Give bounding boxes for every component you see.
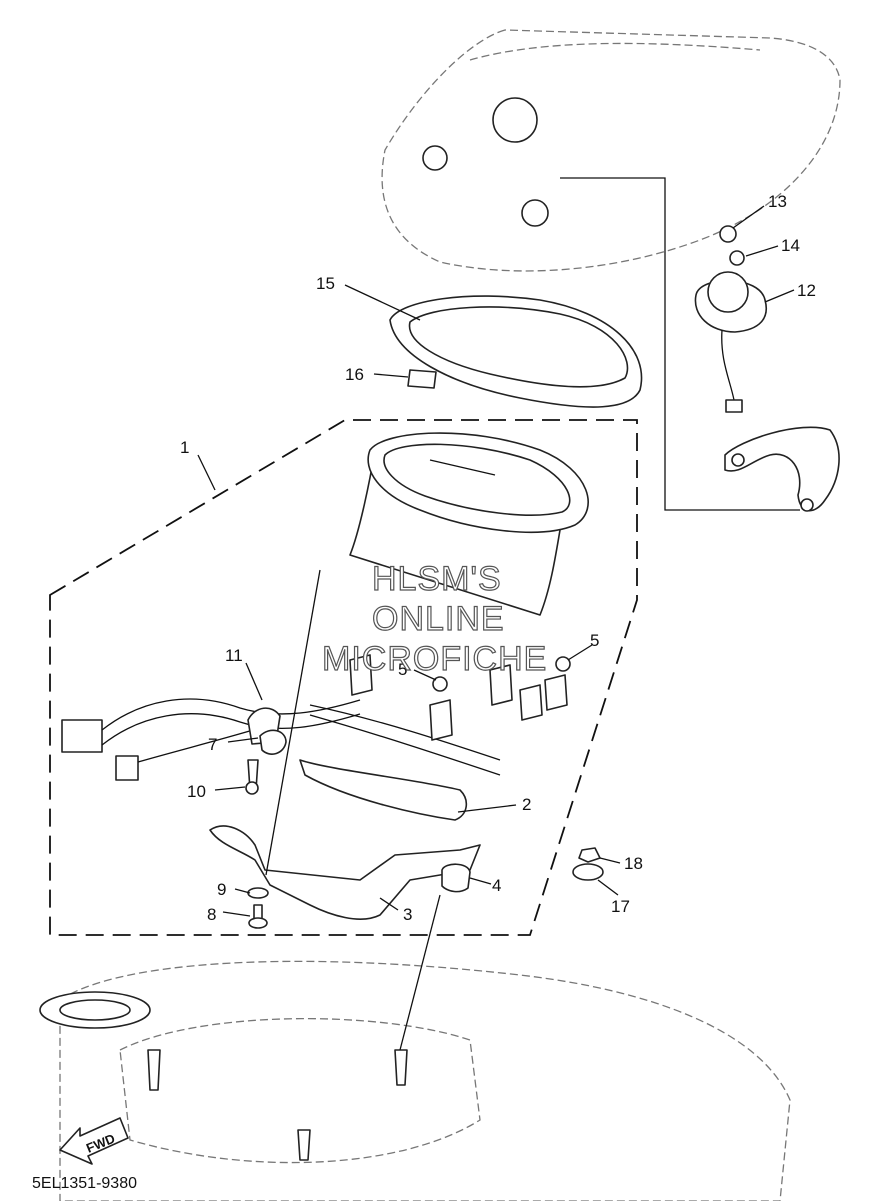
meter-body xyxy=(349,432,589,616)
meter-bracket-plate xyxy=(299,759,468,821)
callout-11: 11 xyxy=(225,646,243,665)
bezel-clip xyxy=(407,369,437,389)
screw-8 xyxy=(248,904,268,929)
callout-9: 9 xyxy=(217,880,226,899)
callout-3: 3 xyxy=(403,905,412,924)
callout-1: 1 xyxy=(180,438,189,457)
callout-16: 16 xyxy=(345,365,364,384)
leader-lines xyxy=(197,205,795,1051)
damper xyxy=(441,863,471,893)
callout-5-right: 5 xyxy=(590,631,599,650)
nut xyxy=(578,847,601,863)
watermark-line-1: HLSM'S xyxy=(372,560,502,598)
callout-18: 18 xyxy=(624,854,643,873)
meter-assembly-outline xyxy=(49,419,638,936)
callout-14: 14 xyxy=(781,236,800,255)
washer xyxy=(572,863,604,881)
callout-8: 8 xyxy=(207,905,216,924)
callout-10: 10 xyxy=(187,782,206,801)
diagram-code: 5EL1351-9380 xyxy=(32,1175,137,1192)
callout-7: 7 xyxy=(208,735,217,754)
meter-stay xyxy=(209,825,481,920)
headlight-housing xyxy=(381,29,841,511)
callout-12: 12 xyxy=(797,281,816,300)
callout-15: 15 xyxy=(316,274,335,293)
fuel-tank xyxy=(39,960,791,1201)
callout-4: 4 xyxy=(492,876,501,895)
callout-5-left: 5 xyxy=(398,660,407,679)
indicator-light-assembly xyxy=(694,225,840,512)
meter-bezel-ring xyxy=(389,295,643,408)
fwd-arrow: FWD xyxy=(59,1117,129,1165)
callout-17: 17 xyxy=(611,897,630,916)
callout-13: 13 xyxy=(768,192,787,211)
watermark-line-2: ONLINE xyxy=(372,600,505,638)
washer-9 xyxy=(247,887,269,899)
callout-2: 2 xyxy=(522,795,531,814)
watermark-line-3: MICROFICHE xyxy=(322,640,547,678)
wire-harness xyxy=(61,654,571,795)
